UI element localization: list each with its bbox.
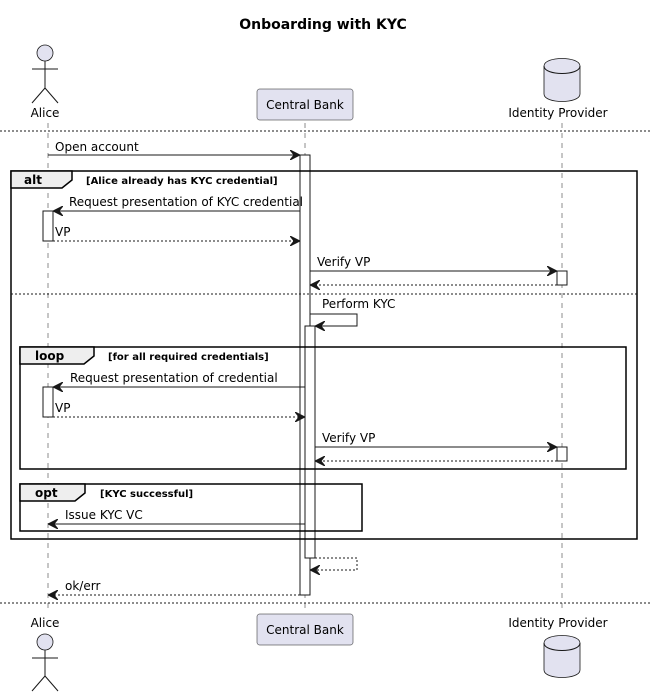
fragment-loop-frame [19, 346, 627, 470]
actor-left-leg [31, 675, 46, 692]
fragment-opt-tag: opt [35, 486, 58, 500]
fragment-alt-tag-box [10, 170, 73, 189]
message-label-verify-vp-2: Verify VP [322, 431, 375, 445]
message-label-request-credential: Request presentation of credential [70, 371, 278, 385]
fragment-opt-tag-box [19, 483, 86, 502]
activation-idp-2 [556, 446, 568, 462]
actor-right-leg [44, 87, 59, 104]
participant-box [256, 613, 354, 646]
actor-left-leg [31, 87, 46, 104]
participant-label-identity-provider-bottom: Identity Provider [508, 616, 607, 630]
actor-right-leg [44, 675, 59, 692]
fragment-loop-tag-box [19, 346, 95, 365]
actor-head [36, 633, 54, 651]
activation-bank-kyc [304, 325, 316, 559]
fragment-alt: alt [Alice already has KYC credential] [10, 170, 638, 540]
participant-box [256, 88, 354, 121]
database-identity-provider-bottom: Identity Provider [508, 616, 608, 678]
participant-label-alice: Alice [31, 106, 60, 120]
participant-label-identity-provider: Identity Provider [508, 106, 607, 120]
database-icon-rim [543, 642, 581, 651]
participant-label-central-bank-bottom: Central Bank [266, 623, 344, 637]
fragment-loop-tag: loop [35, 349, 65, 363]
participant-central-bank-top: Central Bank [256, 88, 354, 121]
message-label-perform-kyc: Perform KYC [322, 297, 395, 311]
database-icon-rim [543, 65, 581, 74]
actor-alice-top: Alice [31, 44, 60, 120]
message-label-vp-2: VP [55, 401, 70, 415]
participant-central-bank-bottom: Central Bank [256, 613, 354, 646]
database-icon [543, 635, 581, 678]
database-icon [543, 58, 581, 102]
fragment-alt-guard: [Alice already has KYC credential] [86, 176, 278, 187]
actor-head [36, 44, 54, 62]
participant-label-alice-bottom: Alice [31, 616, 60, 630]
fragment-opt-frame [19, 483, 363, 532]
activation-alice-2 [42, 386, 54, 418]
message-label-verify-vp-1: Verify VP [317, 255, 370, 269]
diagram-title: Onboarding with KYC [239, 17, 407, 33]
message-label-request-kyc: Request presentation of KYC credential [69, 195, 303, 209]
message-label-ok-err: ok/err [65, 579, 100, 593]
fragment-alt-frame [10, 170, 638, 540]
activation-alice-1 [42, 210, 54, 242]
message-perform-kyc [310, 313, 358, 326]
actor-alice-bottom: Alice [31, 616, 60, 692]
message-label-open-account: Open account [55, 140, 139, 154]
participant-label-central-bank: Central Bank [266, 98, 344, 112]
message-label-vp-1: VP [55, 225, 70, 239]
activation-idp-1 [556, 270, 568, 286]
fragment-loop-guard: [for all required credentials] [108, 352, 269, 363]
fragment-alt-tag: alt [24, 173, 42, 187]
message-label-issue-kyc-vc: Issue KYC VC [65, 508, 143, 522]
fragment-loop: loop [for all required credentials] [19, 346, 627, 470]
message-self-return [311, 557, 358, 570]
fragment-opt: opt [KYC successful] [19, 483, 363, 532]
database-identity-provider-top: Identity Provider [508, 58, 608, 120]
fragment-opt-guard: [KYC successful] [100, 489, 193, 500]
